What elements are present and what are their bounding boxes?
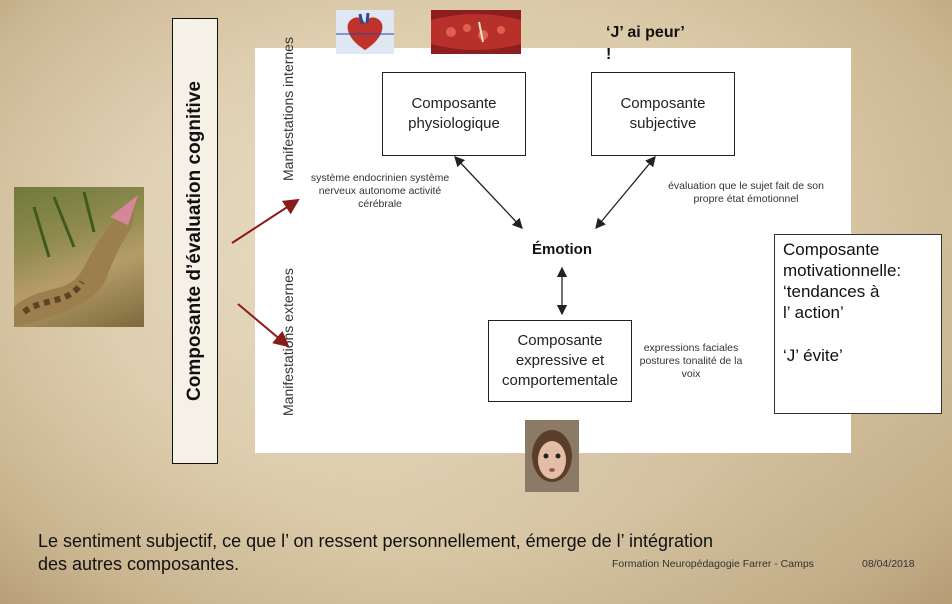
internal-systems-note: système endocrinien système nerveux auto…: [310, 172, 450, 210]
slide-caption: Le sentiment subjectif, ce que l’ on res…: [38, 530, 898, 576]
cognitive-appraisal-box: Composante d’évaluation cognitive: [172, 18, 218, 464]
slide-date: 08/04/2018: [862, 558, 915, 570]
fear-quote: ‘J’ ai peur’ !: [606, 24, 684, 63]
motivation-line-1: Composante: [783, 240, 880, 259]
caption-line-1: Le sentiment subjectif, ce que l’ on res…: [38, 531, 714, 551]
subjective-component-box: Composante subjective: [591, 72, 735, 156]
caption-line-2: des autres composantes.: [38, 554, 240, 574]
arrow-snake-internal: [231, 198, 300, 244]
physiological-component-box: Composante physiologique: [382, 72, 526, 156]
footer-text: Formation Neuropédagogie Farrer - Camps: [612, 558, 814, 570]
motivation-line-4: l’ action’: [783, 303, 844, 322]
expressive-note: expressions faciales postures tonalité d…: [639, 342, 743, 380]
blood-vessel-image: [431, 10, 521, 54]
motivational-component-box: Composante motivationnelle: ‘tendances à…: [774, 234, 942, 414]
blood-vessel-icon: [431, 14, 521, 50]
motivation-line-3: ‘tendances à: [783, 282, 880, 301]
emotion-label: Émotion: [532, 241, 592, 258]
motivation-line-5: ‘J’ évite’: [783, 346, 843, 365]
snake-illustration: [14, 191, 138, 327]
motivation-line-2: motivationnelle:: [783, 261, 902, 280]
arrow-subjective-emotion: [595, 156, 656, 229]
heart-icon: [336, 12, 394, 50]
face-icon: [532, 430, 572, 482]
arrow-snake-external: [237, 303, 290, 348]
snake-image: [14, 187, 144, 327]
subjective-evaluation-note: évaluation que le sujet fait de son prop…: [668, 180, 824, 205]
expressive-component-box: Composante expressive et comportementale: [488, 320, 632, 402]
heart-image: [336, 10, 394, 54]
face-image: [525, 420, 579, 492]
arrow-physio-emotion: [454, 156, 523, 229]
